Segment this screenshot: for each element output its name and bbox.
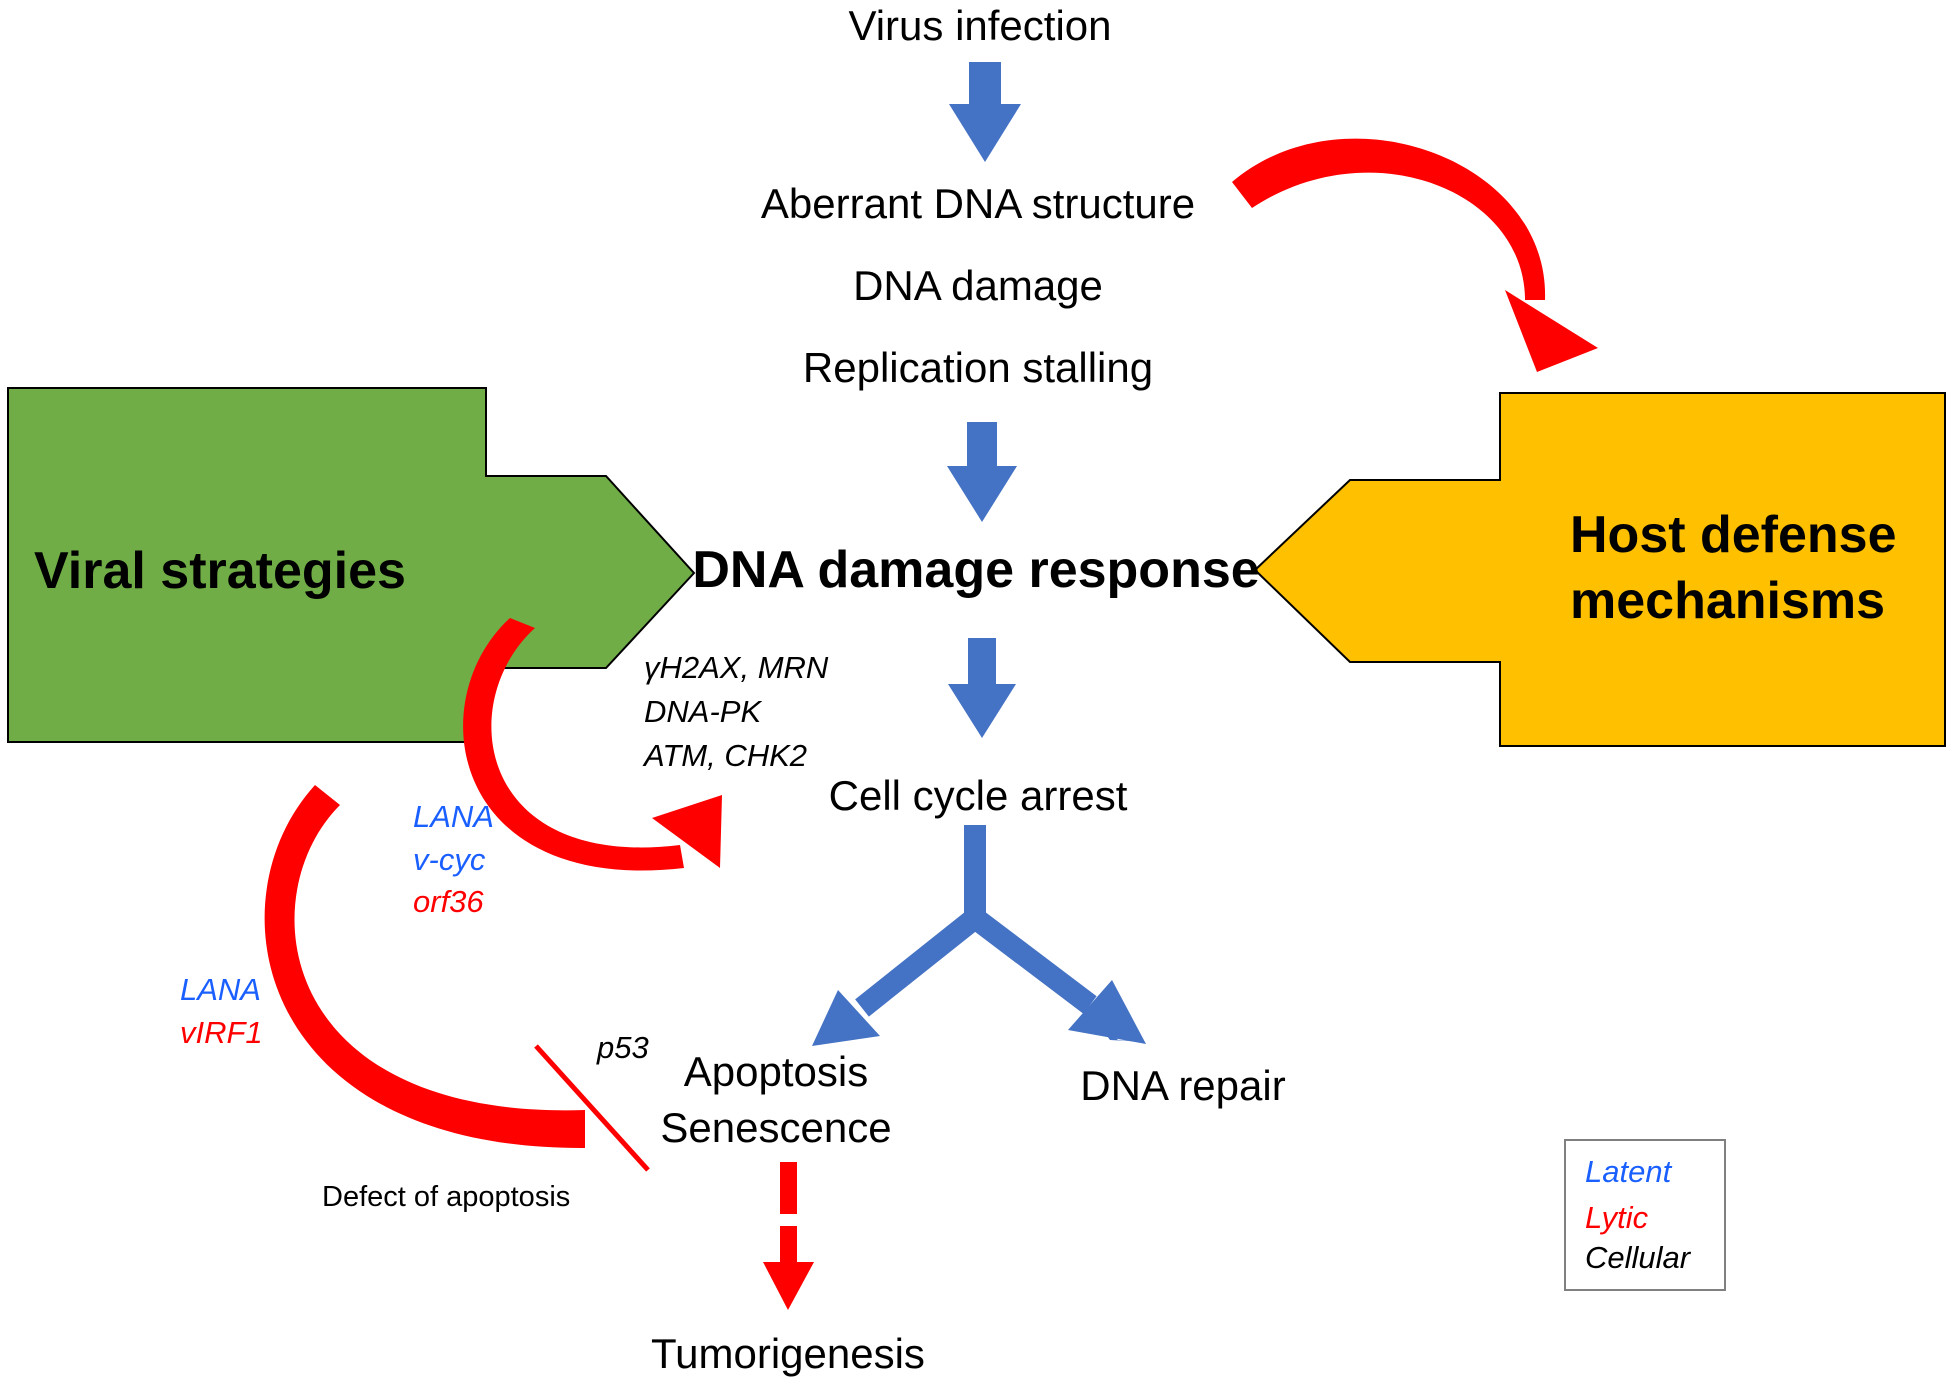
tumor-arrow-head — [763, 1262, 814, 1310]
viral-ddr-factor-lana: LANA — [413, 799, 494, 834]
split-left-head — [812, 990, 880, 1046]
dna-damage-label: DNA damage — [853, 262, 1103, 309]
inhibition-bar — [534, 1044, 650, 1172]
split-stem — [964, 825, 986, 921]
host-defense-block — [1253, 392, 1946, 747]
red-inhibition-curve — [264, 785, 585, 1149]
legend-lytic: Lytic — [1585, 1200, 1649, 1235]
p53-label: p53 — [596, 1030, 649, 1065]
dna-repair-label: DNA repair — [1080, 1062, 1285, 1109]
host-defense-label-line2: mechanisms — [1570, 572, 1885, 630]
virus-infection-label: Virus infection — [848, 2, 1111, 49]
arrow-stalling-to-ddr — [947, 422, 1017, 522]
red-arrow-head-host — [1505, 290, 1598, 372]
senescence-label: Senescence — [660, 1104, 891, 1151]
split-right-head-main — [1068, 980, 1146, 1044]
split-left-shaft — [855, 909, 982, 1017]
red-arrow-head-ddr — [652, 795, 722, 868]
viral-strategies-block — [7, 387, 696, 743]
viral-strategies-label: Viral strategies — [34, 542, 406, 600]
ddr-factor-3: ATM, CHK2 — [642, 738, 807, 773]
legend-cellular: Cellular — [1585, 1240, 1692, 1275]
viral-ddr-factor-orf36: orf36 — [413, 884, 484, 919]
red-arrow-to-host-defense — [1232, 138, 1546, 300]
split-right-shaft — [968, 909, 1097, 1014]
arrow-virus-to-aberrant — [949, 62, 1021, 162]
ddr-factor-2: DNA-PK — [644, 694, 762, 729]
dna-damage-response-label: DNA damage response — [692, 541, 1259, 599]
viral-apoptosis-factor-virf1: vIRF1 — [180, 1015, 263, 1050]
viral-ddr-factor-vcyc: v-cyc — [413, 842, 486, 877]
cell-cycle-arrest-label: Cell cycle arrest — [829, 772, 1128, 819]
tumor-arrow-dash-2 — [780, 1226, 797, 1262]
legend-box — [1564, 1139, 1726, 1291]
aberrant-dna-label: Aberrant DNA structure — [761, 180, 1195, 227]
apoptosis-label: Apoptosis — [684, 1048, 868, 1095]
defect-of-apoptosis-label: Defect of apoptosis — [322, 1181, 570, 1213]
red-arrow-viral-to-ddr — [463, 618, 684, 871]
legend-latent: Latent — [1585, 1154, 1673, 1189]
tumor-arrow-dash-1 — [780, 1162, 797, 1214]
tumorigenesis-label: Tumorigenesis — [651, 1330, 925, 1377]
host-defense-label-line1: Host defense — [1570, 506, 1897, 564]
ddr-factor-1: γH2AX, MRN — [644, 650, 829, 685]
replication-stalling-label: Replication stalling — [803, 344, 1153, 391]
viral-apoptosis-factor-lana: LANA — [180, 972, 261, 1007]
arrow-ddr-to-arrest — [948, 638, 1016, 738]
